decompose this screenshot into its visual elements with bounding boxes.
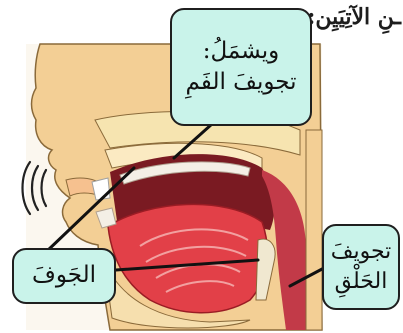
label-throat-line1: تجويفَ — [331, 237, 392, 267]
label-jawf-text: الجَوفَ — [32, 260, 96, 291]
label-throat-line2: الحَلْقِ — [335, 267, 388, 297]
label-jawf: الجَوفَ — [12, 248, 116, 304]
label-throat-cavity: تجويفَ الحَلْقِ — [322, 224, 400, 310]
label-mouth-line1: ويشمَلُ: — [203, 36, 280, 67]
heading-text: ـنِ الآتِيَيِن: — [307, 4, 401, 30]
label-mouth-line2: تجويفَ الفَمِ — [186, 67, 297, 98]
spine — [306, 130, 322, 330]
label-mouth-cavity: ويشمَلُ: تجويفَ الفَمِ — [170, 8, 312, 126]
